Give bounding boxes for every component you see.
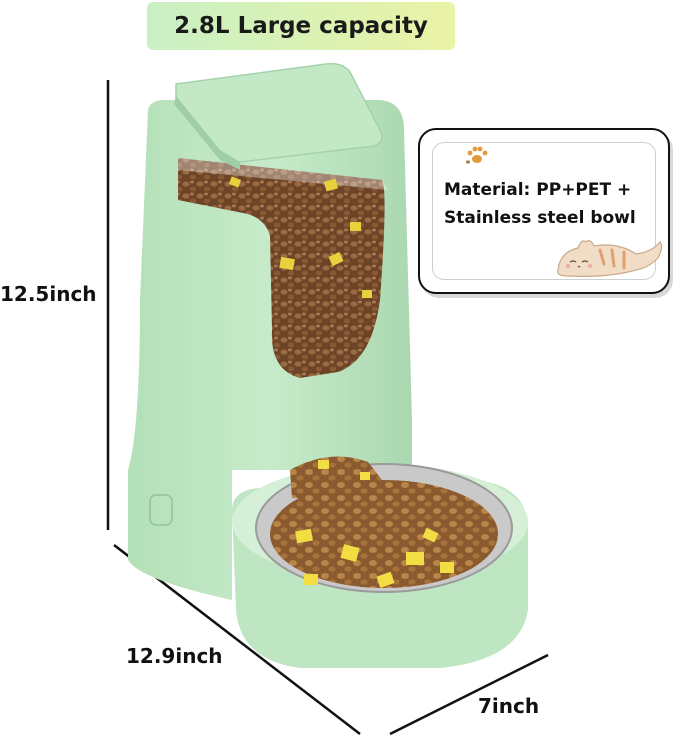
material-card-inner-border	[432, 142, 656, 280]
material-card: Material: PP+PET + Stainless steel bowl	[418, 128, 670, 294]
capacity-badge: 2.8L Large capacity	[147, 2, 455, 50]
height-label: 12.5inch	[0, 282, 97, 306]
cat-icon	[557, 240, 663, 277]
capacity-text: 2.8L Large capacity	[174, 13, 428, 39]
paw-icon	[466, 146, 488, 164]
width-label: 7inch	[478, 694, 540, 718]
material-line-1: Material: PP+PET +	[444, 180, 632, 200]
depth-label: 12.9inch	[126, 644, 223, 668]
width-dimension-line	[389, 653, 549, 736]
material-line-2: Stainless steel bowl	[444, 208, 636, 228]
material-text: Material: PP+PET + Stainless steel bowl	[444, 176, 654, 232]
